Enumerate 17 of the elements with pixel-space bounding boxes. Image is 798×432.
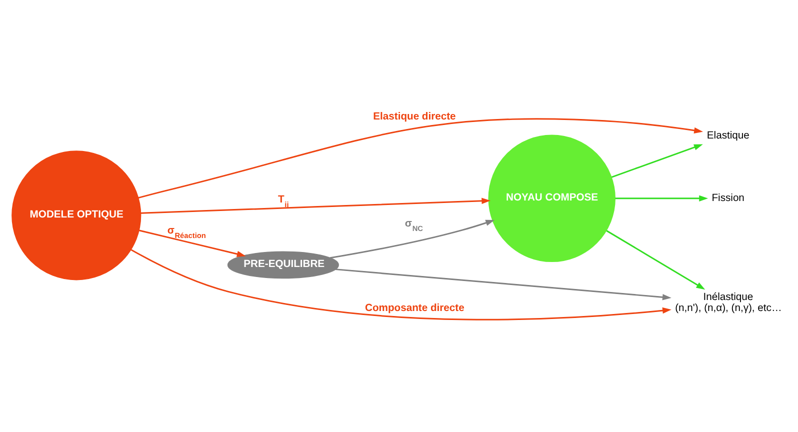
node-text: Inélastique (n,n'), (n,α), (n,γ), etc…: [675, 292, 782, 314]
edge-label: σ$_{NC}$: [404, 218, 423, 234]
arrow: [606, 230, 706, 290]
arrow: [615, 195, 708, 202]
edge-label: Composante directe: [365, 302, 464, 314]
arrow: [335, 268, 672, 300]
node-text: Elastique: [706, 130, 750, 142]
node-circle: MODELE OPTIQUE: [12, 150, 142, 280]
edge-label: σ$_{Réaction}$: [167, 225, 206, 240]
node-text: Fission: [712, 193, 744, 204]
edge-label: Elastique directe: [373, 111, 456, 122]
arrow: [138, 118, 703, 199]
arrow: [140, 198, 491, 214]
arrow: [138, 230, 246, 258]
arrow: [611, 144, 703, 178]
node-circle: NOYAU COMPOSE: [488, 134, 616, 262]
arrow: [330, 220, 495, 259]
